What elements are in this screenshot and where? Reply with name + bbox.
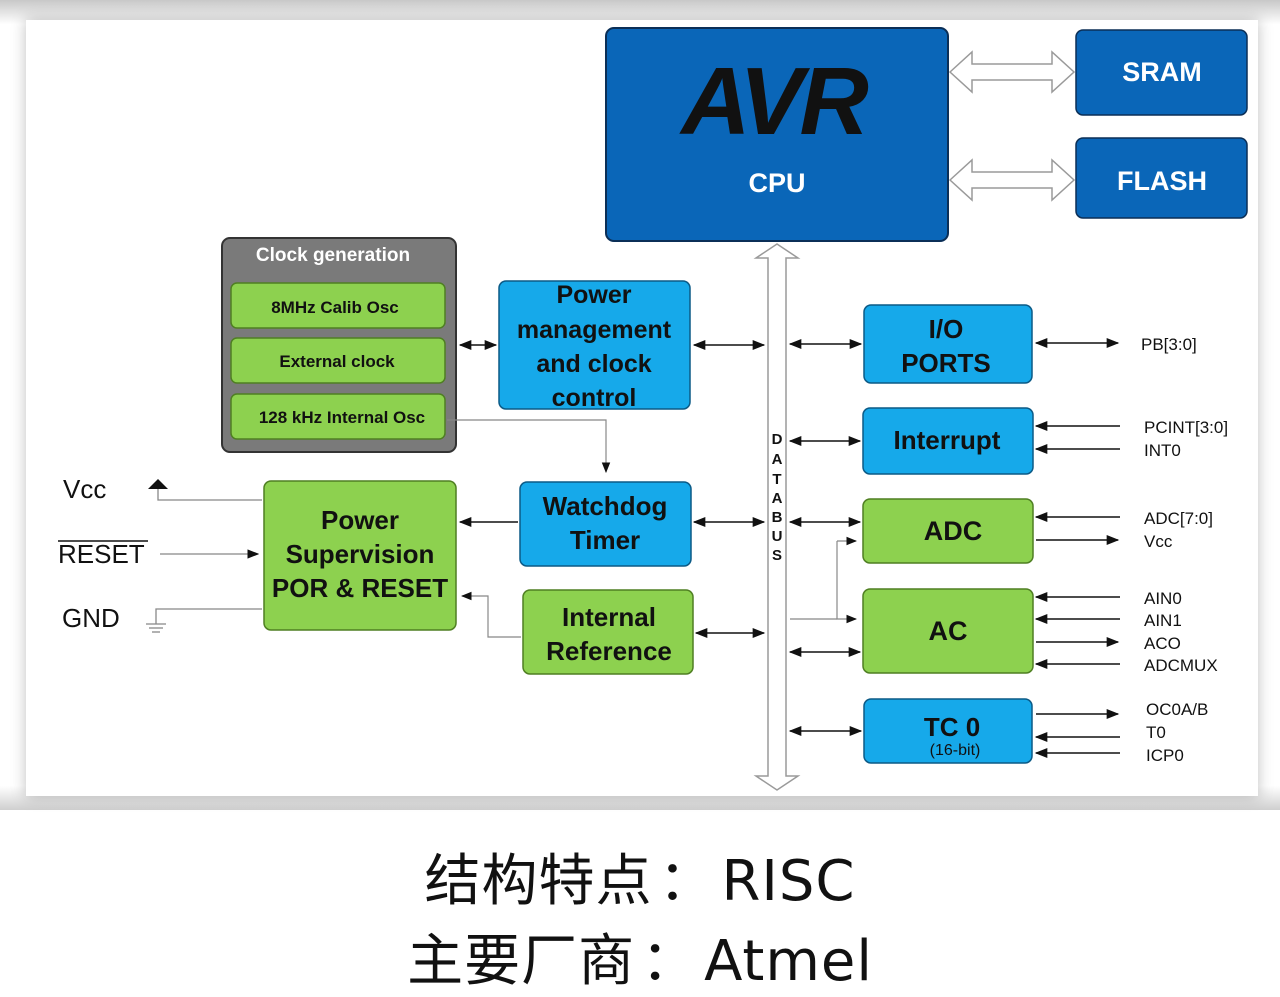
flash-block: FLASH bbox=[1075, 137, 1248, 219]
clock-generation-title: Clock generation bbox=[256, 245, 410, 266]
clock-item: External clock bbox=[279, 352, 395, 371]
pin-label: AIN1 bbox=[1144, 611, 1182, 630]
io-ports-line: I/O bbox=[929, 314, 964, 344]
power-management-line: control bbox=[552, 384, 637, 412]
watchdog-timer-block: Watchdog Timer bbox=[519, 481, 692, 567]
caption-value: RISC bbox=[721, 849, 856, 914]
thin-connections bbox=[447, 419, 858, 638]
io-ports-line: PORTS bbox=[901, 348, 991, 378]
power-management-line: and clock bbox=[536, 350, 651, 378]
pin-label: OC0A/B bbox=[1146, 700, 1208, 719]
power-management-line: Power bbox=[556, 281, 631, 309]
pin-label: ADCMUX bbox=[1144, 656, 1218, 675]
tc0-label: TC 0 bbox=[924, 712, 980, 742]
interrupt-label: Interrupt bbox=[894, 425, 1001, 455]
databus-letter: T bbox=[772, 471, 781, 488]
vcc-label: Vcc bbox=[63, 474, 106, 504]
databus-letter: A bbox=[772, 490, 783, 507]
tc0-block: TC 0 (16-bit) bbox=[863, 698, 1033, 764]
avr-logo: AVR bbox=[679, 48, 868, 155]
internal-reference-line: Reference bbox=[546, 636, 672, 666]
pin-label: ADC[7:0] bbox=[1144, 509, 1213, 528]
gnd-label: GND bbox=[62, 603, 120, 633]
pin-label: PB[3:0] bbox=[1141, 335, 1197, 354]
cpu-block: AVR CPU bbox=[605, 27, 949, 242]
tc0-sublabel: (16-bit) bbox=[930, 742, 981, 759]
pin-label: ACO bbox=[1144, 634, 1181, 653]
pin-label: AIN0 bbox=[1144, 589, 1182, 608]
ac-label: AC bbox=[929, 616, 968, 646]
databus-letter: U bbox=[772, 528, 783, 545]
pin-label: INT0 bbox=[1144, 441, 1181, 460]
power-supervision-line: Supervision bbox=[286, 539, 435, 569]
pin-label: ICP0 bbox=[1146, 746, 1184, 765]
watchdog-line: Watchdog bbox=[543, 491, 668, 521]
caption-vendor: 主要厂商：Atmel bbox=[407, 929, 873, 994]
clock-item: 8MHz Calib Osc bbox=[271, 298, 399, 317]
databus-letter: D bbox=[772, 431, 783, 448]
caption-key: 结构特点 bbox=[424, 849, 653, 914]
adc-block: ADC bbox=[862, 498, 1034, 564]
caption-architecture: 结构特点：RISC bbox=[424, 849, 856, 914]
watchdog-line: Timer bbox=[570, 525, 640, 555]
pin-label: PCINT[3:0] bbox=[1144, 418, 1228, 437]
flash-label: FLASH bbox=[1117, 166, 1207, 196]
sram-label: SRAM bbox=[1122, 57, 1202, 87]
pin-label: Vcc bbox=[1144, 532, 1173, 551]
power-supervision-line: POR & RESET bbox=[272, 573, 448, 603]
power-supervision-block: Power Supervision POR & RESET bbox=[263, 480, 457, 631]
clock-item: 128 kHz Internal Osc bbox=[259, 408, 425, 427]
ac-block: AC bbox=[862, 588, 1034, 674]
power-management-line: management bbox=[517, 316, 672, 344]
supply-wires bbox=[146, 484, 262, 633]
vcc-arrow-icon bbox=[148, 479, 168, 489]
interrupt-block: Interrupt bbox=[862, 407, 1034, 475]
pin-labels: PB[3:0] PCINT[3:0] INT0 ADC[7:0] Vcc AIN… bbox=[1141, 335, 1228, 765]
sram-block: SRAM bbox=[1075, 29, 1248, 116]
databus-letter: S bbox=[772, 547, 782, 564]
caption-key: 主要厂商 bbox=[407, 929, 636, 994]
internal-reference-line: Internal bbox=[562, 602, 656, 632]
clock-generation-block: Clock generation 8MHz Calib Osc External… bbox=[221, 237, 457, 453]
caption-value: Atmel bbox=[704, 929, 873, 994]
power-management-block: Power management and clock control bbox=[498, 280, 691, 412]
io-ports-block: I/O PORTS bbox=[863, 304, 1033, 384]
cpu-memory-arrows bbox=[948, 50, 1076, 202]
cpu-label: CPU bbox=[748, 168, 805, 198]
power-supervision-line: Power bbox=[321, 505, 399, 535]
databus: D A T A B U S bbox=[753, 243, 801, 791]
supply-pins: Vcc RESET GND bbox=[58, 474, 148, 633]
internal-reference-block: Internal Reference bbox=[522, 589, 694, 675]
bus-connections bbox=[458, 337, 1120, 759]
databus-letter: B bbox=[772, 509, 783, 526]
pin-label: T0 bbox=[1146, 723, 1166, 742]
databus-letter: A bbox=[772, 451, 783, 468]
reset-label: RESET bbox=[58, 539, 145, 569]
avr-block-diagram: AVR CPU SRAM FLASH D A T A B U S Clock g… bbox=[58, 27, 1248, 791]
adc-label: ADC bbox=[924, 516, 983, 546]
